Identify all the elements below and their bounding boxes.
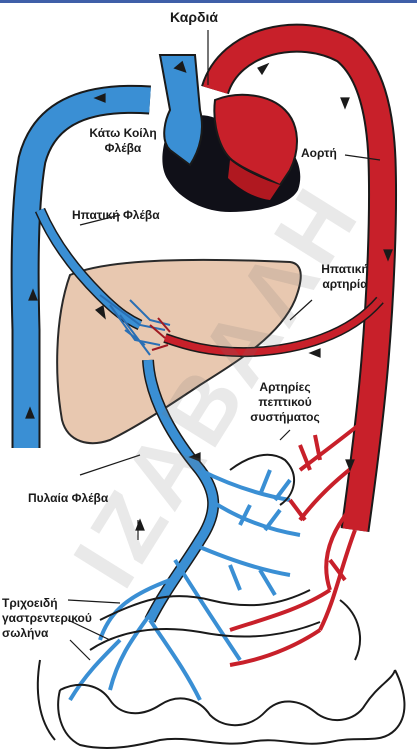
label-capillaries-line1: Τριχοειδή [2, 596, 92, 611]
arrow-icon [258, 64, 268, 74]
label-capillaries-line3: σωλήνα [2, 626, 92, 641]
arrow-icon [341, 98, 349, 108]
label-hepatic-artery-line2: αρτηρία [310, 277, 380, 292]
label-portal-vein: Πυλαία Φλέβα [28, 491, 108, 506]
label-hepatic-artery: Ηπατική αρτηρία [310, 262, 380, 292]
label-inferior-vena-cava-line2: Φλέβα [68, 141, 178, 156]
label-capillaries-line2: γαστρεντερικού [2, 611, 92, 626]
label-digestive-arteries-line2: πεπτικού [240, 395, 330, 410]
label-hepatic-artery-line1: Ηπατική [310, 262, 380, 277]
label-capillaries: Τριχοειδή γαστρεντερικού σωλήνα [2, 596, 92, 641]
arrow-icon [136, 520, 144, 530]
label-heart: Καρδιά [170, 10, 218, 25]
label-inferior-vena-cava-line1: Κάτω Κοίλη [68, 126, 178, 141]
label-digestive-arteries: Αρτηρίες πεπτικού συστήματος [240, 380, 330, 425]
arrow-icon [310, 349, 320, 357]
gut-arteries [230, 420, 365, 665]
label-hepatic-vein: Ηπατική Φλέβα [72, 208, 160, 223]
label-digestive-arteries-line1: Αρτηρίες [240, 380, 330, 395]
label-aorta: Αορτή [301, 146, 337, 161]
label-inferior-vena-cava: Κάτω Κοίλη Φλέβα [68, 126, 178, 156]
label-digestive-arteries-line3: συστήματος [240, 410, 330, 425]
